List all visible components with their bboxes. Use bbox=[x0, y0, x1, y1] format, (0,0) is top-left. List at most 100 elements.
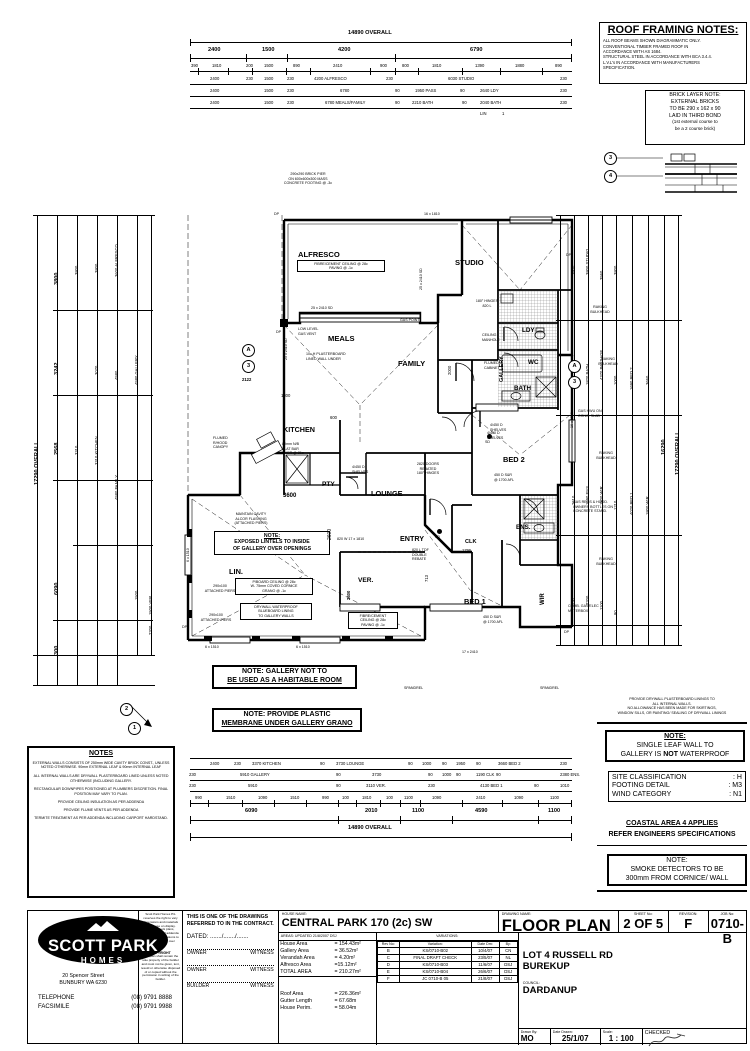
note-line: LINED WALL UNDER bbox=[306, 356, 341, 361]
top-dim-row4: 90 bbox=[460, 88, 465, 93]
dated-field[interactable]: DATED: ......./......./....... bbox=[186, 934, 249, 941]
left-dim2: 4580 bbox=[114, 370, 119, 380]
note-line: SHELVES bbox=[490, 427, 507, 432]
general-note-para: ALL INTERNAL WALLS ARE DRYWALL PLASTERBO… bbox=[33, 773, 169, 783]
table-row: C FINAL DRAFT CHECK 23/5/07 NL bbox=[376, 953, 518, 962]
window-label-alfresco-sd: 25 x 2410 SD bbox=[284, 338, 288, 360]
area-row: Gutter Length = 67.68m bbox=[279, 997, 376, 1004]
copyright-text: This plan shall remain the sole property… bbox=[140, 954, 181, 982]
note-line: DRYWALL WATERPROOF bbox=[254, 604, 298, 609]
room-label-ldy: LDY bbox=[522, 327, 535, 334]
room-label-family: FAMILY bbox=[398, 359, 426, 368]
room-label-lounge: LOUNGE bbox=[371, 489, 403, 498]
cell-rev: C bbox=[376, 953, 400, 962]
scale-value: 1 : 100 bbox=[608, 1034, 634, 1044]
bottom-dim-fine: 100 bbox=[342, 795, 349, 800]
flat-bar-note: 80mm N/B FLAT BAR OVER @ 21c bbox=[282, 442, 314, 456]
room-label-studio: STUDIO bbox=[455, 258, 484, 267]
note-line: LOW LEVEL bbox=[298, 327, 319, 331]
room-label-kitchen: KITCHEN bbox=[283, 425, 315, 434]
company-address-2: BUNBURY WA 6230 bbox=[59, 980, 107, 986]
note-title: NOTE: bbox=[664, 733, 686, 740]
lot-suburb: BUREKUP bbox=[522, 961, 570, 973]
note-line: TO GALLERY WALLS bbox=[258, 613, 294, 618]
signature-label-witness[interactable]: WITNESS bbox=[250, 966, 274, 973]
roof-framing-notes-title: ROOF FRAMING NOTES: bbox=[607, 24, 739, 36]
gallery-waterproof-note: DRYWALL WATERPROOF BLUEBOARD LINING TO G… bbox=[240, 603, 312, 620]
bottom-dim-fine: 1510 bbox=[226, 795, 236, 800]
floor-plan-drawing bbox=[180, 195, 580, 675]
left-dim2: 3310 bbox=[74, 445, 79, 455]
bottom-dim-r1: 3370 KITCHEN bbox=[252, 761, 281, 766]
note-line: OF GALLERY OVER OPENINGS bbox=[232, 546, 312, 553]
bottom-dimension-stack: 2400 230 3370 KITCHEN 90 3730 LOUNGE 90 … bbox=[189, 758, 580, 842]
top-fine-dim: 1810 bbox=[432, 63, 442, 68]
plan-dim-1795: 1795 bbox=[462, 548, 472, 553]
top-major-dim: 6790 bbox=[470, 47, 483, 53]
class-label: SITE CLASSIFICATION bbox=[612, 773, 687, 781]
hinges-note: 180° HINGES 820 L bbox=[470, 299, 504, 308]
brick-note-line: be a 2 course brick) bbox=[674, 125, 716, 131]
top-dim-row3: 230 bbox=[287, 76, 294, 81]
left-dim2: 1500 bbox=[134, 590, 139, 600]
dp-label-1: DP bbox=[182, 625, 187, 629]
room-label-entry: ENTRY bbox=[400, 534, 425, 543]
signature-label-witness[interactable]: WITNESS bbox=[250, 983, 274, 990]
telephone-value: (08) 9791 8888 bbox=[131, 995, 172, 1001]
note-line: CONCRETE STAND. bbox=[573, 509, 608, 514]
left-dim-wall: 3600 ALFRESCO bbox=[114, 244, 119, 277]
bottom-major-dim: 2010 bbox=[365, 808, 378, 814]
window-label-gallery-2: 6 x 1510 bbox=[296, 645, 310, 649]
cell-variation: KS/0710-B04 bbox=[398, 967, 472, 976]
top-fine-dim: 890 bbox=[555, 63, 562, 68]
signature-label-builder[interactable]: BUILDER bbox=[186, 983, 210, 990]
general-note-para: EXTERNAL WALLS CONSISTS OF 250mm WIDE CA… bbox=[32, 760, 170, 770]
roof-note-line: CONVENTIONAL TIMBER FRAMED ROOF IN bbox=[603, 43, 689, 49]
drawing-name-cell: DRAWING NAME: FLOOR PLAN bbox=[499, 911, 619, 935]
section-leader-3-4 bbox=[617, 156, 667, 191]
table-row: D KS/0710-B03 11/6/07 DSJ bbox=[376, 960, 518, 969]
bottom-major-dim: 1100 bbox=[548, 808, 561, 814]
dp-label-5: DP bbox=[276, 330, 281, 334]
date-drawn-value: 25/1/07 bbox=[561, 1034, 589, 1044]
area-label: TOTAL AREA bbox=[278, 968, 334, 977]
note-title: NOTE: bbox=[263, 532, 281, 539]
bottom-dim-r1: 1000 bbox=[422, 761, 432, 766]
roof-note-line: L.V.L's IN ACCORDANCE WITH MANUFACTURERS bbox=[603, 59, 700, 65]
note-line: W- 75mm COVED CORNICE bbox=[250, 584, 298, 589]
note-title: NOTE: bbox=[666, 857, 688, 864]
cell-by: DSJ bbox=[498, 967, 518, 976]
note-line: 4/450 D bbox=[487, 431, 500, 435]
area-value: = 210.27m² bbox=[333, 968, 376, 977]
section-arrow bbox=[130, 705, 156, 736]
note-line: FIBRE/CEMENT bbox=[359, 613, 387, 618]
brick-note-line: TO BE 290 x 162 x 90 bbox=[669, 105, 721, 112]
note-line: P/BOARD CEILING @ 28c bbox=[252, 579, 296, 584]
cavity-flashing-note: MAINTAIN CAVITY ALCOR FLASHING (ATTACHED… bbox=[222, 512, 280, 526]
brick-bond-detail bbox=[665, 152, 740, 198]
note-line: SHELVES bbox=[352, 469, 369, 474]
brick-layer-note-box: BRICK LAYER NOTE: EXTERNAL BRICKS TO BE … bbox=[645, 90, 745, 145]
main-info-cell: HOUSE NAME: CENTRAL PARK 170 (2c) SW DRA… bbox=[278, 911, 746, 1046]
signature-label-witness[interactable]: WITNESS bbox=[250, 950, 274, 957]
note-line: GAS HWU ON bbox=[578, 409, 602, 413]
contract-note: THIS IS ONE OF THE DRAWINGS REFERRED TO … bbox=[186, 914, 274, 928]
raking-bulkhead-note-3: RAKING BULKHEAD bbox=[596, 451, 616, 460]
top-dim-row5: 90 bbox=[395, 100, 400, 105]
signature-label-owner[interactable]: OWNER bbox=[186, 950, 207, 957]
gallery-ceiling-note: P/BOARD CEILING @ 28c W- 75mm COVED CORN… bbox=[235, 578, 313, 595]
note-line: 4/450 D bbox=[490, 423, 503, 427]
note-line: @ 1700 AFL bbox=[483, 619, 504, 624]
window-label-gallery-1: 6 x 1510 bbox=[205, 645, 219, 649]
date-drawn-cell: Date Drawn: 25/1/07 bbox=[551, 1028, 601, 1045]
top-dim-row5: 90 bbox=[462, 100, 467, 105]
shelves-note-pty: 4/450 D SHELVES bbox=[352, 465, 378, 474]
attached-piers-note-2: 290x100 ATTACHED PIERS bbox=[200, 613, 232, 622]
signature-label-owner[interactable]: OWNER bbox=[186, 966, 207, 973]
area-value: = 36.52m² bbox=[334, 948, 359, 955]
roof-note-line: SPECIFICATION. bbox=[603, 65, 636, 71]
top-dim-row5: 2210 BATH bbox=[412, 100, 434, 105]
note-line: R/HOOD bbox=[213, 440, 228, 445]
logo-cell: SCOTT PARK HOMES 20 Spencer Street BUNBU… bbox=[28, 911, 172, 1043]
roof-note-line: ALL ROOF BEAMS SHOWN DIAGRAMMATIC ONLY. bbox=[603, 38, 701, 44]
